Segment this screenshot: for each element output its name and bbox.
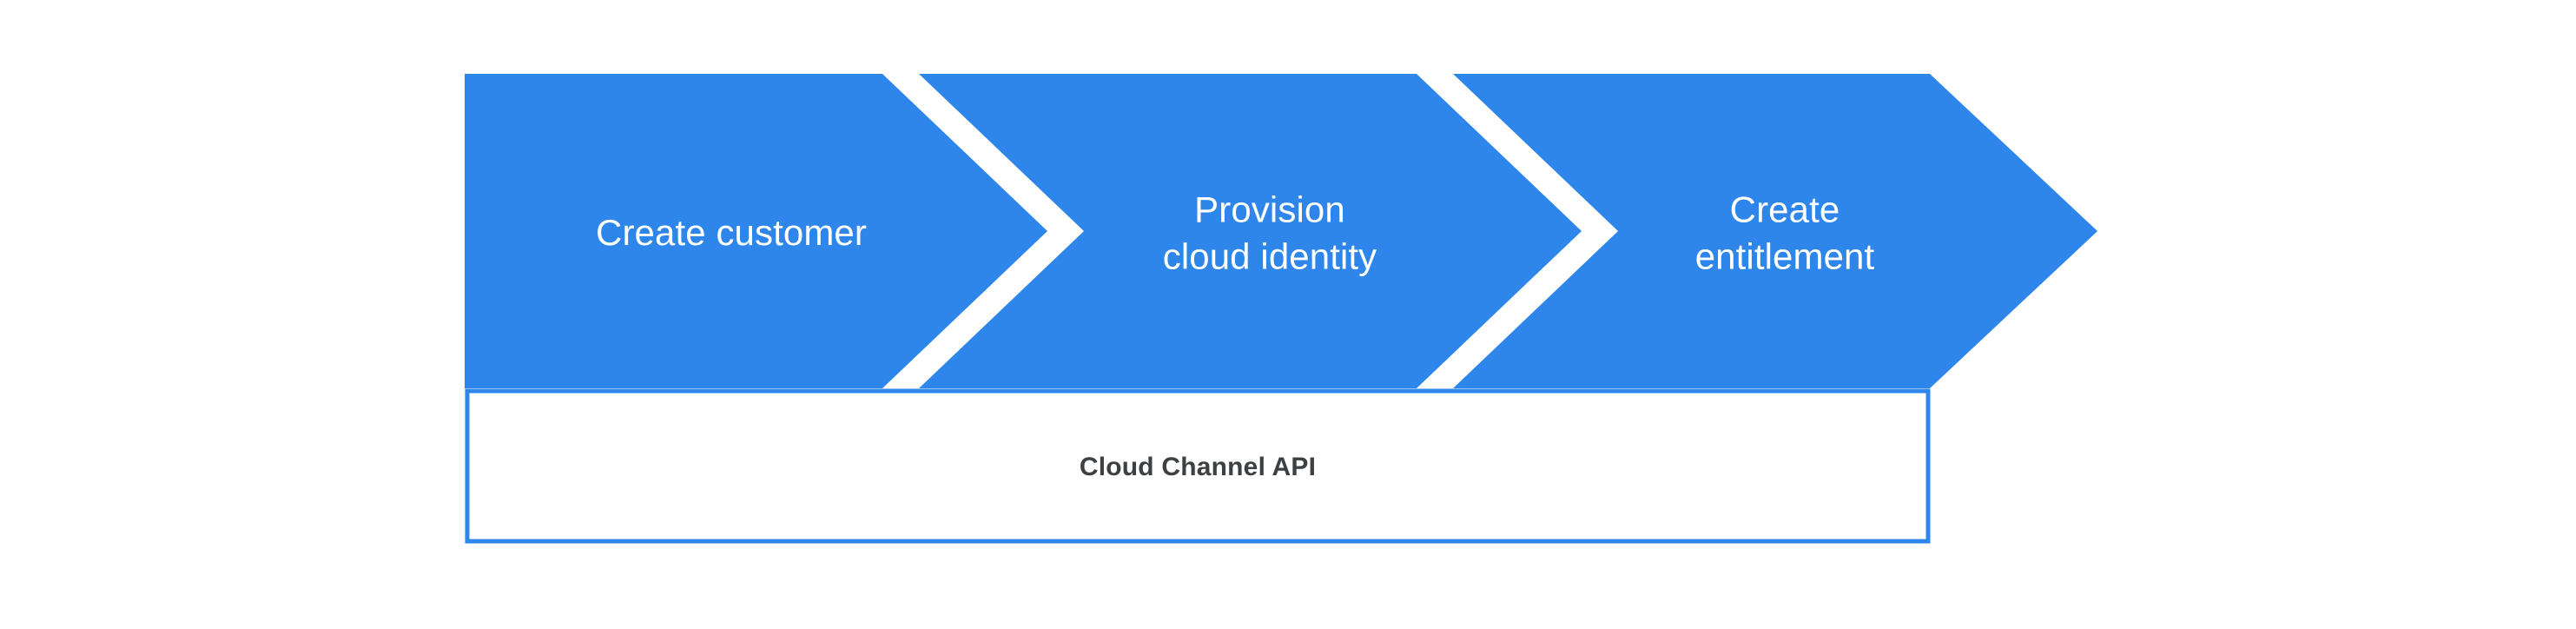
chevron-separator-1 (882, 74, 1084, 388)
chevron-band-shape (465, 74, 2097, 388)
cloud-channel-api-box (465, 388, 1931, 544)
chevron-separator-2 (1417, 74, 1618, 388)
